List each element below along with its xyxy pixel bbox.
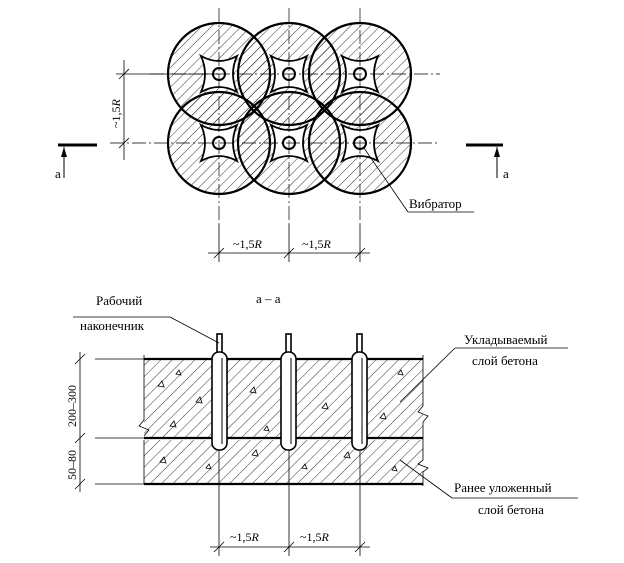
vibrator-rods [211, 333, 368, 451]
dim-vertical-label: ~1,5R [109, 99, 123, 129]
fresh-layer-callout: Укладываемый слой бетона [399, 332, 568, 403]
earlier-layer-label-line2: слой бетона [478, 502, 544, 517]
vibrator-rod [351, 333, 368, 451]
section-title: а – а [256, 291, 281, 306]
fresh-layer-label-line1: Укладываемый [464, 332, 547, 347]
tip-label-line2: наконечник [80, 318, 145, 333]
earlier-layer-callout: Ранее уложенный слой бетона [399, 459, 578, 517]
fresh-layer-label-line2: слой бетона [472, 353, 538, 368]
vibrator-rod [211, 333, 228, 451]
section-view: а – а [65, 291, 578, 556]
section-dim-horizontal [210, 450, 370, 556]
depth-dimension [74, 352, 86, 492]
section-mark-right: а [466, 143, 509, 181]
dim-vertical [116, 60, 219, 160]
plan-view: а а Вибратор ~1,5R [55, 8, 509, 262]
section-dim-h1-label: ~1,5R [230, 530, 260, 544]
section-mark-left: а [55, 143, 97, 181]
dim-h2-label: ~1,5R [302, 237, 332, 251]
aggregate-marks [157, 369, 404, 472]
tip-callout: Рабочий наконечник [73, 293, 220, 344]
dim-horizontal [208, 225, 370, 262]
influence-circles [166, 21, 413, 196]
section-letter-right: а [503, 166, 509, 181]
depth-lower-label: 50–80 [65, 450, 79, 480]
dim-h1-label: ~1,5R [233, 237, 263, 251]
section-letter-left: а [55, 166, 61, 181]
vibrator-callout: Вибратор [363, 147, 474, 213]
depth-upper-label: 200–300 [65, 385, 79, 427]
vibrator-rod [280, 333, 297, 451]
vibrator-label: Вибратор [409, 196, 462, 211]
earlier-layer-label-line1: Ранее уложенный [454, 480, 552, 495]
tip-label-line1: Рабочий [96, 293, 142, 308]
section-dim-h2-label: ~1,5R [300, 530, 330, 544]
